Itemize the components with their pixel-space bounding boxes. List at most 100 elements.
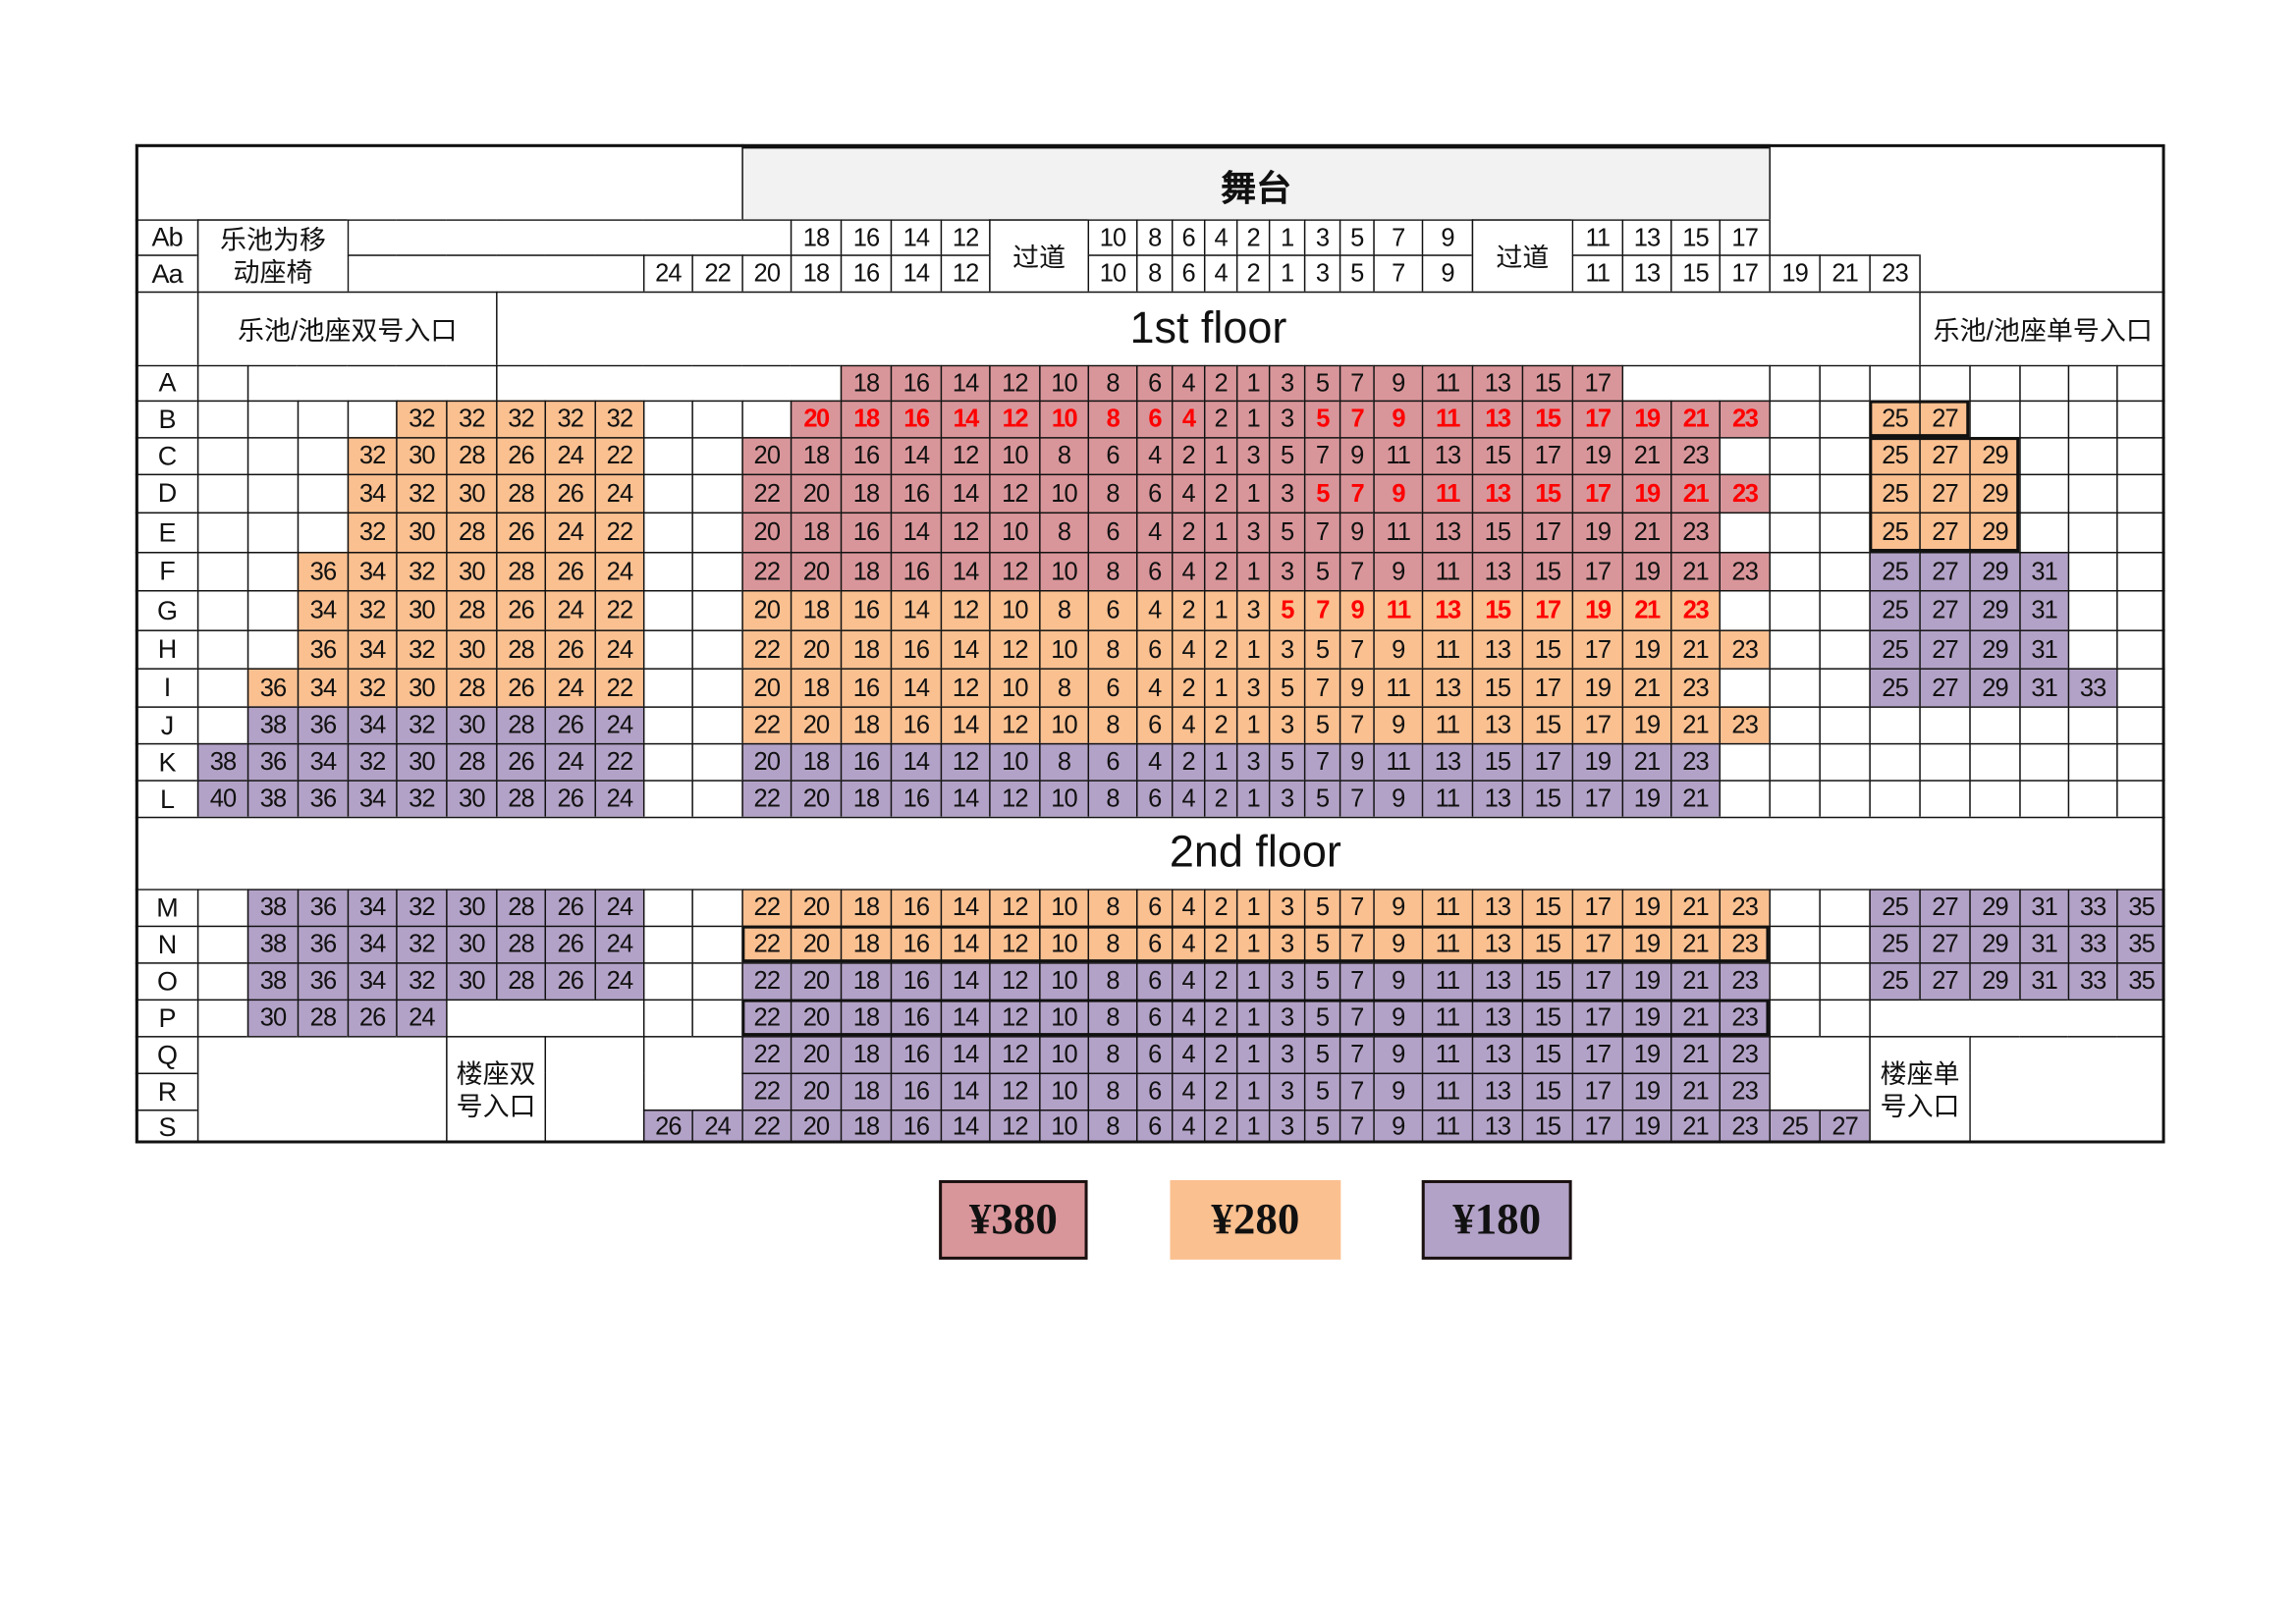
seat: 17 — [1571, 1109, 1622, 1144]
seat-number-header: 16 — [840, 219, 891, 255]
seat: 20 — [790, 999, 841, 1037]
seat: 23 — [1719, 473, 1770, 513]
seat: 15 — [1521, 552, 1572, 590]
merged-blank — [396, 254, 447, 291]
seat: 23 — [1719, 1109, 1770, 1144]
seat: 7 — [1339, 889, 1374, 926]
seat: 34 — [347, 925, 397, 963]
seat: 34 — [347, 629, 397, 669]
seat: 28 — [496, 473, 545, 513]
stage-right-blank — [1769, 143, 2165, 220]
seat: 17 — [1571, 962, 1622, 1000]
merged-blank — [1919, 219, 1969, 254]
seat: 26 — [544, 962, 595, 1000]
seat: 18 — [840, 473, 891, 513]
merged-blank — [247, 1073, 298, 1109]
merged-blank — [2019, 999, 2068, 1036]
seat: 7 — [1339, 780, 1374, 817]
seat: 22 — [741, 925, 791, 963]
seat: 21 — [1670, 706, 1720, 743]
seat: 6 — [1135, 473, 1172, 513]
seat: 27 — [1919, 629, 1970, 669]
seat: 8 — [1039, 668, 1088, 707]
seat-number-header: 4 — [1203, 254, 1236, 292]
seat: 13 — [1471, 925, 1522, 963]
seat: 38 — [246, 706, 298, 743]
seat: 33 — [2067, 668, 2117, 707]
seat: 18 — [840, 999, 891, 1037]
seat: 21 — [1670, 962, 1720, 1000]
seat: 31 — [2019, 552, 2068, 590]
empty-cell — [642, 552, 692, 590]
seat: 30 — [446, 706, 497, 743]
merged-blank — [1969, 1072, 2019, 1110]
merged-blank — [298, 1073, 348, 1109]
merged-blank — [1819, 1036, 1870, 1072]
empty-cell — [246, 589, 298, 630]
seat: 8 — [1087, 1072, 1136, 1110]
merged-blank — [2116, 1109, 2164, 1143]
seat: 12 — [989, 1072, 1040, 1110]
seat: 21 — [1670, 999, 1720, 1037]
seat: 19 — [1621, 400, 1671, 438]
seat: 18 — [840, 889, 891, 926]
seat: 30 — [396, 437, 447, 474]
merged-blank — [1769, 1072, 1819, 1110]
seat: 20 — [741, 589, 791, 630]
seat: 8 — [1087, 552, 1136, 590]
balcony-odd-entrance: 楼座单 号入口 — [1869, 1036, 1970, 1144]
seat: 5 — [1303, 1109, 1339, 1144]
seat: 14 — [940, 1036, 990, 1073]
seat-number-header: 7 — [1373, 254, 1422, 292]
seat: 11 — [1373, 437, 1422, 474]
seat: 17 — [1571, 364, 1622, 401]
merged-blank — [2019, 1109, 2067, 1143]
seat: 14 — [940, 999, 990, 1037]
seat: 14 — [890, 742, 941, 781]
seat: 16 — [890, 400, 941, 438]
seat: 26 — [544, 552, 595, 590]
seat: 17 — [1521, 668, 1572, 707]
merged-blank — [1670, 364, 1720, 401]
seat: 23 — [1719, 925, 1770, 963]
first-floor-title: 1st floor — [496, 291, 1920, 365]
seat: 13 — [1421, 668, 1472, 707]
seat-number-header: 11 — [1571, 254, 1622, 292]
empty-cell — [1769, 668, 1820, 707]
empty-cell — [2116, 742, 2165, 781]
empty-cell — [691, 437, 742, 474]
empty-cell — [196, 473, 247, 513]
merged-blank — [2067, 999, 2117, 1036]
balcony-even-line1: 楼座双 — [456, 1058, 536, 1089]
seat: 9 — [1373, 552, 1422, 590]
seat: 17 — [1571, 400, 1622, 438]
seat: 14 — [940, 364, 990, 401]
empty-cell — [642, 742, 692, 781]
seat: 3 — [1268, 706, 1304, 743]
seat: 3 — [1268, 925, 1304, 963]
seat: 13 — [1471, 962, 1522, 1000]
seat: 14 — [890, 437, 941, 474]
merged-blank — [1969, 219, 2019, 254]
seat: 18 — [840, 925, 891, 963]
seat: 19 — [1621, 889, 1671, 926]
row-label-s: S — [135, 1109, 197, 1144]
seat: 7 — [1303, 668, 1339, 707]
seat: 12 — [940, 437, 990, 474]
seat: 22 — [594, 512, 643, 553]
empty-cell — [1719, 589, 1770, 630]
merged-blank — [1969, 254, 2019, 291]
seat: 2 — [1203, 364, 1236, 401]
seat: 19 — [1621, 1036, 1671, 1073]
stage: 舞台 — [741, 143, 1770, 220]
seat: 4 — [1171, 706, 1204, 743]
seat: 10 — [989, 668, 1040, 707]
empty-cell — [2067, 589, 2117, 630]
seat: 26 — [544, 473, 595, 513]
seat-number-header: 10 — [1087, 219, 1136, 255]
movable-seats-line2: 动座椅 — [233, 257, 313, 288]
seat: 22 — [741, 1109, 791, 1144]
seat: 34 — [347, 780, 397, 817]
seat: 14 — [890, 589, 941, 630]
seat: 38 — [196, 742, 247, 781]
